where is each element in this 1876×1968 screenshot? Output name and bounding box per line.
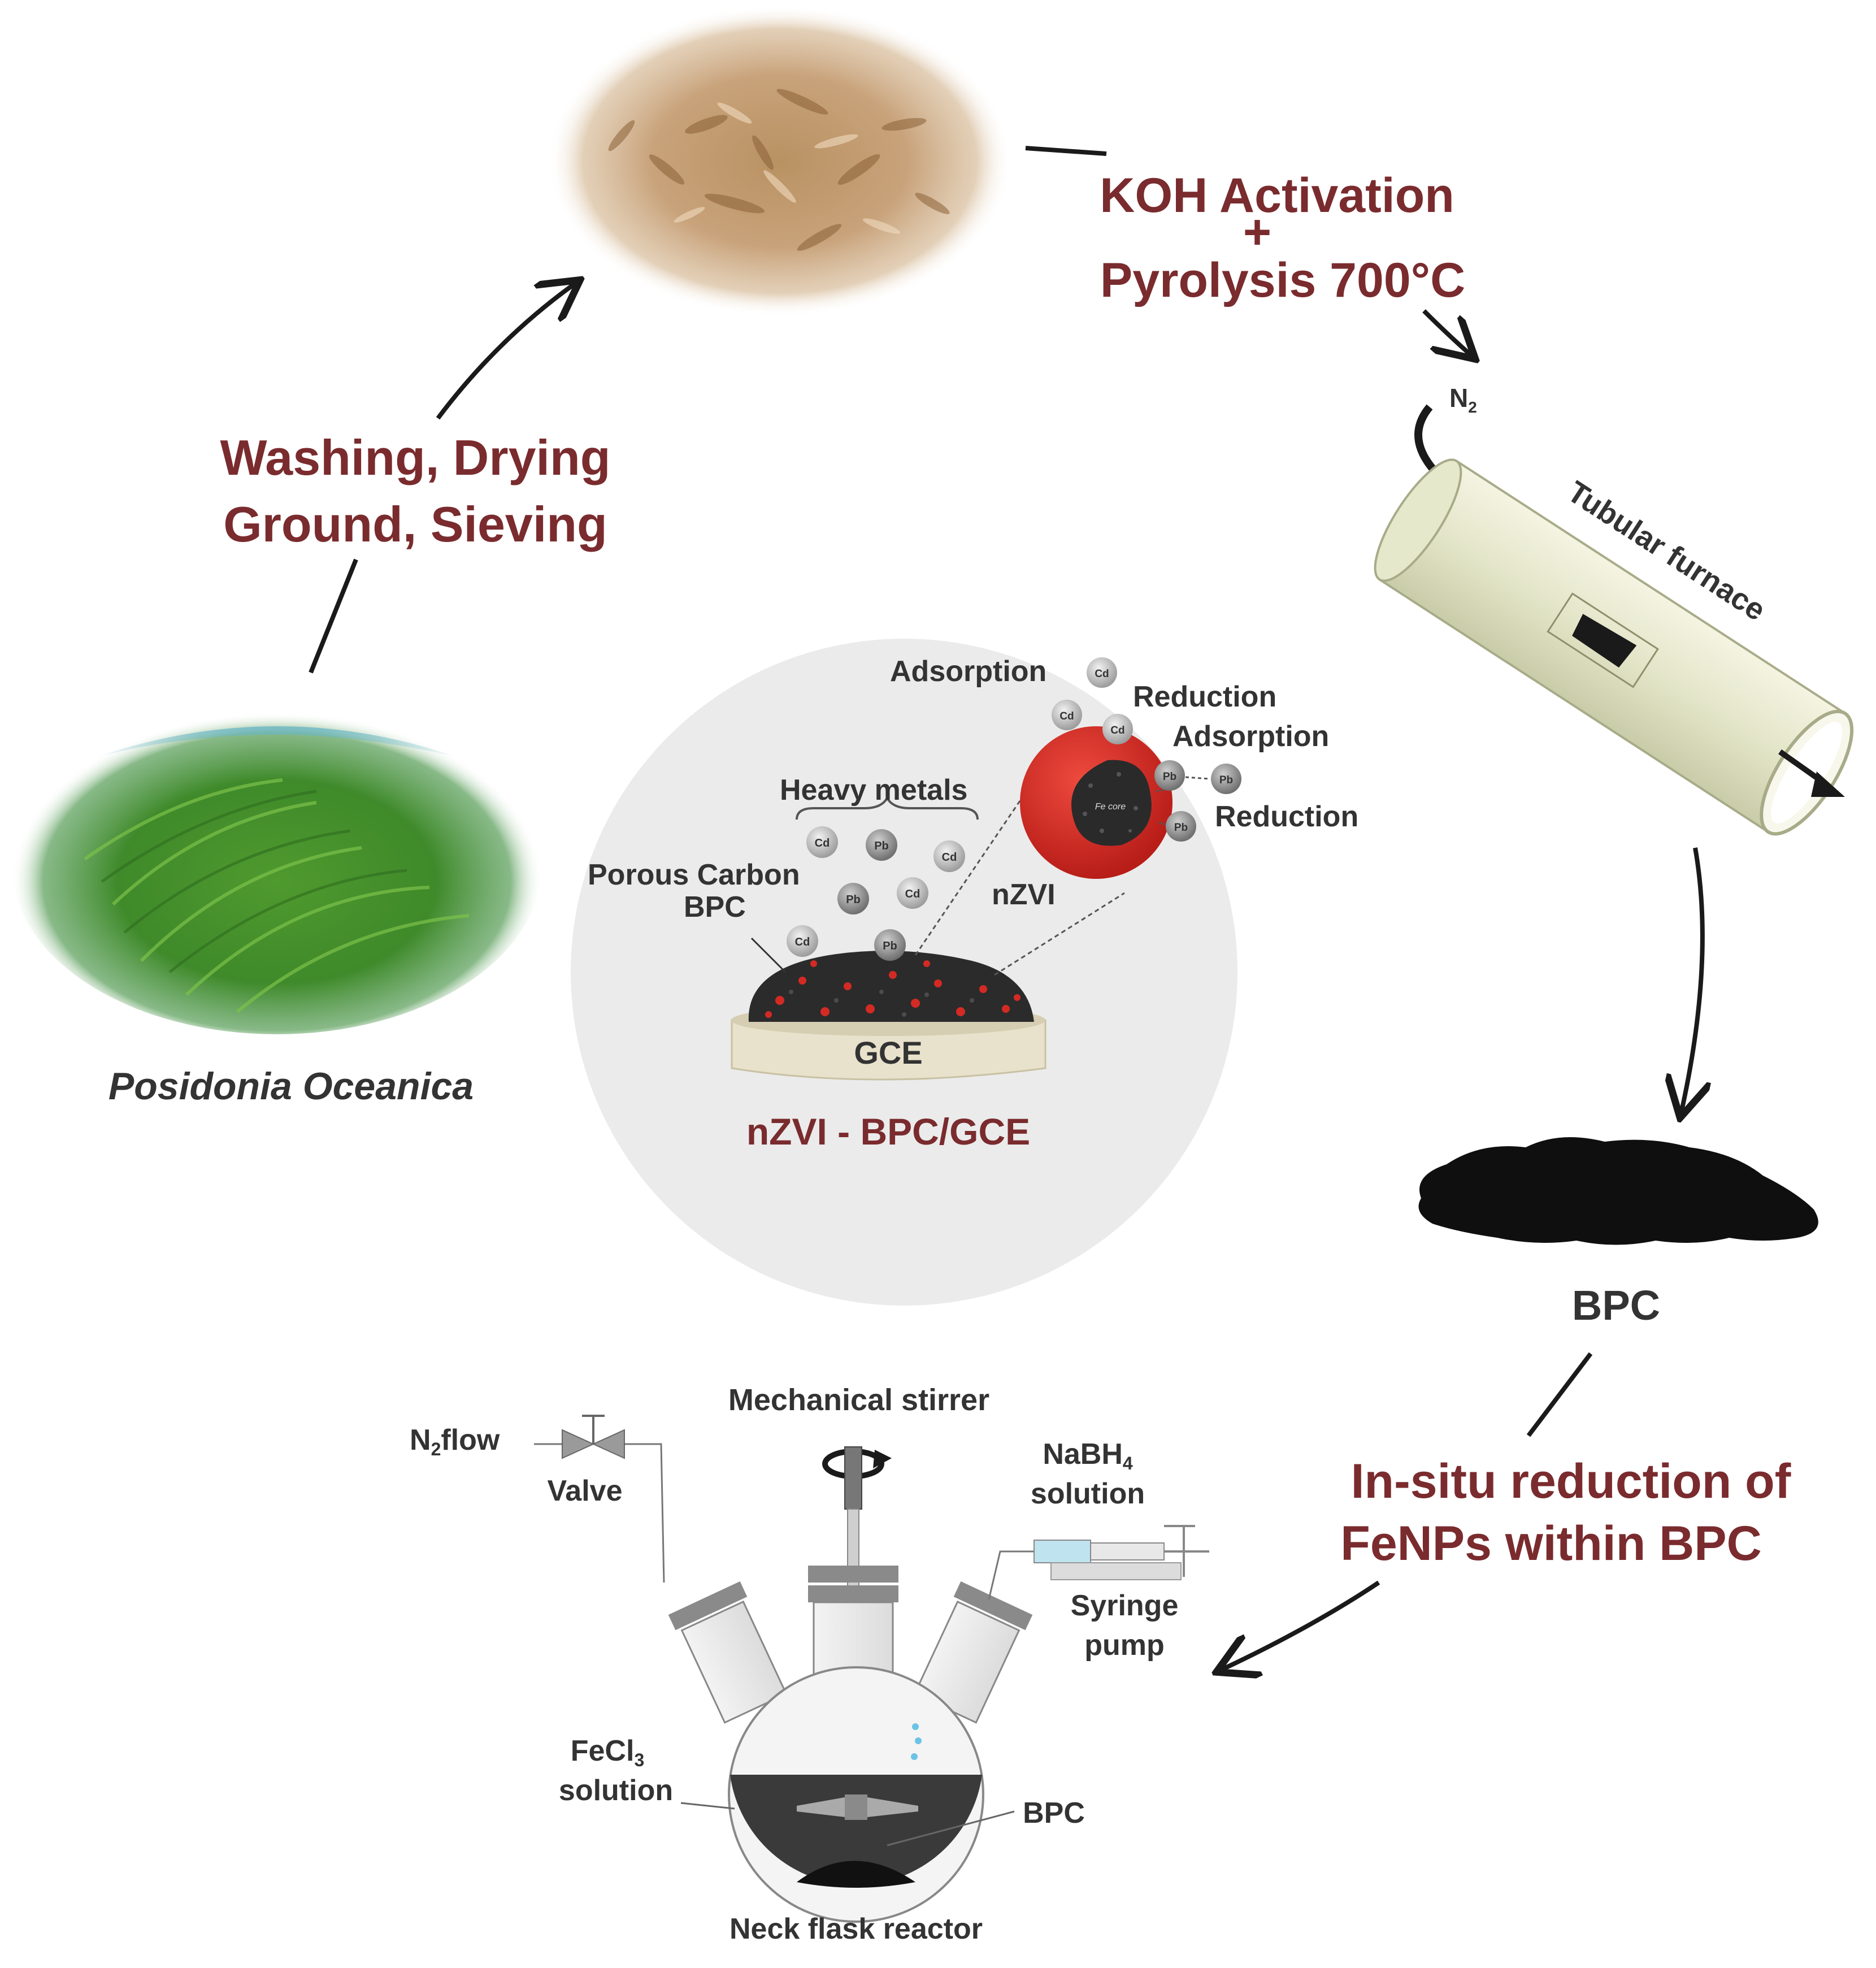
svg-text:Cd: Cd bbox=[905, 888, 920, 900]
mechanical-stirrer-label: Mechanical stirrer bbox=[728, 1383, 989, 1417]
svg-text:Cd: Cd bbox=[1095, 668, 1109, 680]
biomass-powder-image bbox=[548, 6, 1011, 317]
svg-text:Cd: Cd bbox=[1059, 710, 1074, 722]
gce-label: GCE bbox=[854, 1035, 922, 1070]
svg-text:Pb: Pb bbox=[874, 840, 889, 852]
fecl3-label: FeCl3 bbox=[571, 1735, 644, 1770]
porous-carbon-bpc-label: BPC bbox=[684, 891, 746, 924]
adsorption-label-top: Adsorption bbox=[890, 655, 1046, 688]
step-koh-line1: KOH Activation bbox=[1100, 168, 1454, 223]
posidonia-label: Posidonia Oceanica bbox=[108, 1065, 474, 1108]
reactor-bpc-label: BPC bbox=[1023, 1797, 1085, 1830]
nzvi-label: nZVI bbox=[992, 878, 1056, 911]
pump-label: pump bbox=[1084, 1629, 1165, 1662]
svg-text:Pb: Pb bbox=[1174, 822, 1188, 834]
bpc-pile bbox=[1418, 1137, 1818, 1245]
arrow-biomass-to-koh bbox=[1025, 146, 1107, 156]
arrow-koh-to-n2 bbox=[1422, 309, 1472, 356]
nzvi-dots bbox=[765, 960, 1020, 1018]
svg-text:Cd: Cd bbox=[815, 837, 830, 849]
arrow-insitu-to-reactor bbox=[1221, 1580, 1380, 1670]
svg-text:Pb: Pb bbox=[1219, 774, 1233, 786]
arrow-bpc-to-insitu bbox=[1526, 1352, 1593, 1437]
arrow-furnace-to-bpc bbox=[1681, 847, 1703, 1113]
nabh4-solution-label: solution bbox=[1031, 1477, 1145, 1510]
electrode-title: nZVI - BPC/GCE bbox=[746, 1111, 1030, 1152]
reduction-label-top: Reduction bbox=[1133, 680, 1276, 713]
bpc-label: BPC bbox=[1572, 1282, 1660, 1329]
step-washing-line2: Ground, Sieving bbox=[223, 496, 607, 552]
porous-carbon-dome bbox=[748, 951, 1034, 1022]
neck-flask-label: Neck flask reactor bbox=[729, 1913, 983, 1945]
svg-text:Pb: Pb bbox=[1163, 771, 1176, 783]
fecl3-solution-label: solution bbox=[559, 1774, 673, 1807]
neck-flask-reactor: Mechanical stirrer N2flow Valve NaBH4 so… bbox=[410, 1383, 1209, 1945]
svg-text:Cd: Cd bbox=[1110, 725, 1124, 736]
cycle-arrows bbox=[309, 146, 1703, 1670]
step-koh-plus: + bbox=[1243, 205, 1271, 259]
step-insitu-line2: FeNPs within BPC bbox=[1340, 1516, 1761, 1571]
heavy-metal-ions: Cd Pb Cd Pb Cd Cd Pb bbox=[787, 826, 965, 961]
sphere-ions: Cd Cd Cd Pb Pb Pb bbox=[1052, 657, 1241, 842]
step-insitu-line1: In-situ reduction of bbox=[1351, 1454, 1791, 1508]
arrow-washing-to-biomass bbox=[436, 283, 576, 420]
syringe-label: Syringe bbox=[1071, 1589, 1179, 1622]
arrow-seagrass-to-washing bbox=[309, 558, 358, 674]
posidonia-seagrass-image bbox=[11, 695, 542, 1034]
syringe-pump bbox=[1033, 1525, 1209, 1580]
reduction-label-right: Reduction bbox=[1215, 800, 1358, 833]
n2-flow-label: N2flow bbox=[410, 1424, 500, 1459]
svg-text:Pb: Pb bbox=[846, 894, 861, 906]
svg-text:Cd: Cd bbox=[795, 936, 810, 948]
gce-base bbox=[731, 1019, 1046, 1081]
svg-text:Pb: Pb bbox=[883, 940, 897, 952]
heavy-metals-label: Heavy metals bbox=[780, 774, 967, 807]
valve-label: Valve bbox=[547, 1475, 622, 1507]
tubular-furnace: N2 Tubular furnace bbox=[1374, 383, 1854, 836]
step-koh-line2: Pyrolysis 700°C bbox=[1100, 253, 1465, 307]
sample-boat bbox=[1572, 614, 1637, 668]
adsorption-label-right: Adsorption bbox=[1172, 720, 1329, 753]
n2-label: N2 bbox=[1449, 383, 1477, 416]
flask-solution bbox=[730, 1775, 982, 1885]
valve-symbol bbox=[562, 1415, 625, 1459]
heavy-metals-brace bbox=[796, 795, 979, 820]
fe-core-label: Fe core bbox=[1095, 802, 1126, 812]
step-washing-line1: Washing, Drying bbox=[220, 430, 611, 486]
porous-carbon-label: Porous Carbon bbox=[588, 859, 800, 891]
nabh4-label: NaBH4 bbox=[1043, 1438, 1133, 1473]
electrode-mechanism-panel: Fe core Cd Pb Cd Pb Cd Cd Pb Cd Cd Cd Pb… bbox=[571, 639, 1358, 1306]
svg-text:Cd: Cd bbox=[942, 851, 957, 864]
